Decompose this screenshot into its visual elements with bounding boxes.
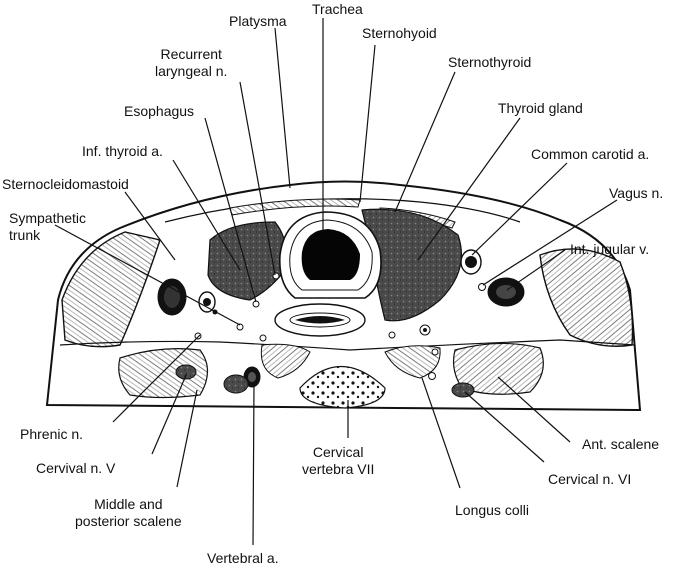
label-esophagus: Esophagus	[124, 103, 195, 119]
cervical-n-v-shape	[175, 364, 197, 380]
label-sternohyoid: Sternohyoid	[362, 25, 437, 41]
thyroid-gland-right-shape	[361, 208, 462, 322]
label-phrenic: Phrenic n.	[20, 426, 84, 442]
cervical-n-vi-shape	[451, 382, 475, 398]
label-recurrent-laryngeal: Recurrent laryngeal n.	[155, 46, 227, 80]
trachea-shape	[278, 211, 382, 299]
sympathetic-trunk-dot	[236, 323, 244, 331]
label-platysma: Platysma	[229, 13, 287, 29]
label-trachea: Trachea	[312, 1, 363, 17]
ant-scalene-shape	[452, 342, 544, 395]
label-vagus: Vagus n.	[609, 185, 664, 201]
sternocleidomastoid-left-shape	[61, 231, 161, 348]
label-cervival-n-v: Cervival n. V	[36, 460, 116, 476]
middle-posterior-scalene-shape	[118, 348, 209, 399]
esophagus-shape	[274, 303, 366, 337]
label-recurrent-laryngeal-line2: laryngeal n.	[155, 63, 228, 79]
label-cervical-vertebra-line2: vertebra VII	[302, 461, 375, 477]
phrenic-nerve-shape	[223, 374, 249, 394]
vagus-nerve-dot	[478, 283, 486, 291]
longus-colli-left-shape	[260, 343, 311, 379]
label-cervical-vertebra-line1: Cervical	[312, 444, 364, 460]
label-middle-posterior-scalene: Middle and posterior scalene	[75, 496, 182, 530]
label-sympathetic-trunk: Sympathetic trunk	[9, 210, 86, 244]
label-middle-posterior-scalene-line2: posterior scalene	[75, 513, 182, 529]
cervical-vertebra-shape	[299, 366, 386, 409]
platysma-band-shape	[164, 198, 521, 223]
label-cervical-vertebra: Cervical vertebra VII	[302, 444, 374, 478]
label-cervical-n-vi: Cervical n. VI	[548, 471, 632, 487]
label-inf-thyroid: Inf. thyroid a.	[82, 143, 163, 159]
label-sympathetic-trunk-line2: trunk	[9, 227, 41, 243]
recurrent-laryngeal-dot	[272, 272, 280, 280]
label-ant-scalene: Ant. scalene	[582, 436, 660, 452]
trachea-lumen-shape	[301, 229, 360, 280]
leader-lines	[54, 18, 618, 546]
sternohyoid-shape	[229, 198, 361, 216]
label-sternocleidomastoid: Sternocleidomastoid	[2, 176, 129, 192]
label-int-jugular: Int. jugular v.	[570, 241, 650, 257]
label-middle-posterior-scalene-line1: Middle and	[94, 496, 163, 512]
label-thyroid-gland: Thyroid gland	[498, 100, 583, 116]
label-recurrent-laryngeal-line1: Recurrent	[160, 46, 222, 62]
label-common-carotid: Common carotid a.	[531, 146, 650, 162]
label-longus-colli: Longus colli	[455, 502, 529, 518]
label-vertebral: Vertebral a.	[207, 550, 279, 566]
label-sternothyroid: Sternothyroid	[448, 54, 532, 70]
longus-colli-right-shape	[384, 345, 441, 379]
label-sympathetic-trunk-line1: Sympathetic	[9, 210, 87, 226]
